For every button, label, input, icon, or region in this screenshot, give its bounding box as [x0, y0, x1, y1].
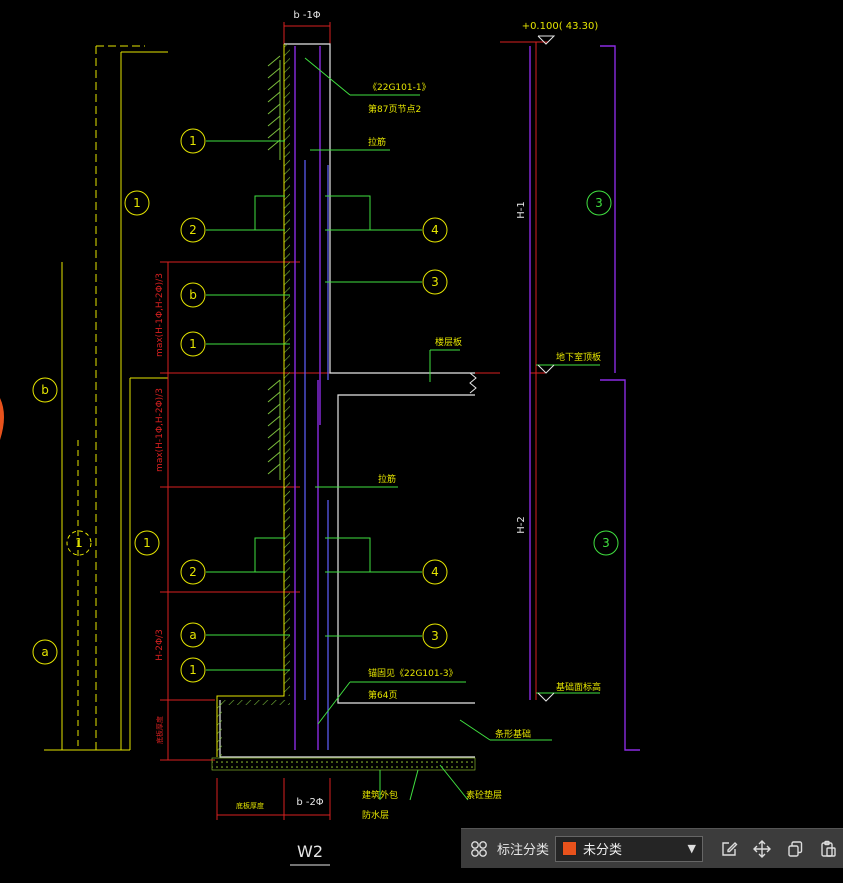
move-icon[interactable] — [750, 837, 774, 861]
svg-text:H-1: H-1 — [516, 201, 527, 219]
svg-text:a: a — [189, 628, 196, 642]
svg-text:1: 1 — [143, 536, 151, 550]
svg-text:《22G101-1》: 《22G101-1》 — [368, 82, 431, 93]
circle-labels: 1 2 b 1 2 a 1 1 1 1 b a 4 3 4 3 — [41, 134, 439, 677]
svg-text:max(H-1Φ,H-2Φ)/3: max(H-1Φ,H-2Φ)/3 — [155, 388, 165, 472]
annotation-category-label: 标注分类 — [497, 843, 550, 858]
svg-text:3: 3 — [431, 275, 439, 289]
rebar-lines — [294, 45, 640, 751]
rebar-blue — [304, 160, 329, 750]
svg-text:1: 1 — [189, 134, 197, 148]
svg-text:b: b — [41, 383, 49, 397]
svg-text:1: 1 — [75, 536, 83, 550]
svg-text:基础面标高: 基础面标高 — [556, 681, 601, 693]
svg-text:2: 2 — [189, 565, 197, 579]
category-color-swatch — [562, 841, 578, 856]
waterproof-side — [217, 700, 222, 757]
svg-text:1: 1 — [189, 337, 197, 351]
svg-text:楼层板: 楼层板 — [435, 336, 462, 348]
waterproof-layer — [284, 44, 290, 696]
concrete-cushion — [211, 757, 476, 771]
drawing-title: W2 — [297, 842, 323, 861]
h-callout-circles — [586, 190, 619, 556]
bottom-dim-label: b -2Φ — [296, 797, 323, 808]
svg-text:1: 1 — [189, 663, 197, 677]
callout-circles — [32, 128, 448, 683]
svg-text:拉筋: 拉筋 — [368, 136, 386, 148]
annotation-toolbar: 标注分类 未分类 ▼ — [461, 828, 843, 868]
svg-text:底板厚度: 底板厚度 — [155, 716, 164, 744]
annotations: 《22G101-1》 第87页节点2 拉筋 拉筋 楼层板 地下室顶板 锚固见《2… — [362, 82, 601, 821]
svg-text:max(H-1Φ,H-2Φ)/3: max(H-1Φ,H-2Φ)/3 — [155, 273, 165, 357]
svg-text:3: 3 — [602, 536, 610, 550]
soil-hatch — [267, 55, 281, 480]
edit-icon[interactable] — [717, 837, 741, 861]
svg-text:H-2: H-2 — [516, 516, 527, 534]
svg-text:3: 3 — [431, 629, 439, 643]
h-labels: H-1 H-2 — [516, 201, 527, 534]
annotation-category-select[interactable]: 未分类 ▼ — [555, 835, 704, 862]
svg-text:2: 2 — [189, 223, 197, 237]
svg-text:拉筋: 拉筋 — [378, 473, 396, 485]
svg-text:防水层: 防水层 — [362, 809, 389, 821]
red-vertical-labels: max(H-1Φ,H-2Φ)/3 max(H-1Φ,H-2Φ)/3 H-2Φ/3… — [155, 273, 165, 744]
svg-text:4: 4 — [431, 223, 439, 237]
svg-text:锚固见《22G101-3》: 锚固见《22G101-3》 — [368, 667, 458, 679]
top-dim-label: b -1Φ — [293, 10, 320, 21]
svg-text:a: a — [41, 645, 48, 659]
wall-outline — [219, 43, 475, 758]
paste-icon[interactable] — [816, 837, 840, 861]
svg-text:1: 1 — [133, 196, 141, 210]
copy-icon[interactable] — [783, 837, 807, 861]
svg-text:第87页节点2: 第87页节点2 — [368, 103, 421, 115]
svg-text:第64页: 第64页 — [368, 689, 397, 701]
waterproof-edge — [216, 44, 285, 757]
svg-text:b: b — [189, 288, 197, 302]
bottom-left-dim-label: 底板厚度 — [236, 801, 264, 810]
h-circle-labels: 3 3 — [595, 196, 610, 550]
grid-icon[interactable] — [467, 837, 491, 861]
elevation-label: +0.100( 43.30) — [522, 21, 599, 32]
left-dimension-lines — [44, 45, 168, 751]
svg-text:3: 3 — [595, 196, 603, 210]
slab-break-mark — [469, 372, 477, 394]
category-select-value: 未分类 — [583, 843, 623, 858]
svg-text:地下室顶板: 地下室顶板 — [556, 351, 601, 363]
elevation-marks — [537, 35, 556, 702]
svg-text:条形基础: 条形基础 — [495, 728, 531, 740]
leader-lines — [206, 57, 600, 801]
svg-text:H-2Φ/3: H-2Φ/3 — [155, 629, 165, 661]
svg-text:建筑外包: 建筑外包 — [362, 789, 398, 801]
left-edge-marker — [0, 398, 4, 440]
svg-text:4: 4 — [431, 565, 439, 579]
chevron-down-icon: ▼ — [687, 842, 697, 855]
waterproof-bottom — [217, 700, 290, 705]
svg-text:素砼垫层: 素砼垫层 — [466, 789, 502, 801]
